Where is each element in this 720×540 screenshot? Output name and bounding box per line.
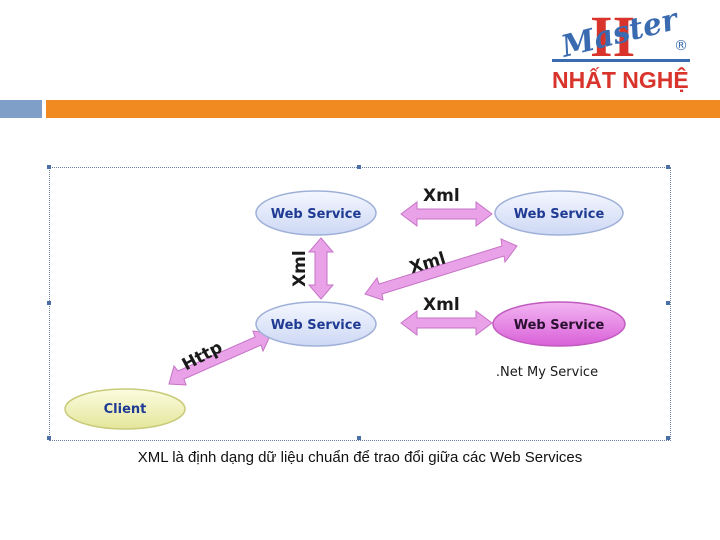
web-services-diagram: Xml Xml Xml Xml Http Web Service Web Ser… (64, 186, 626, 430)
node-client-label: Client (104, 402, 147, 417)
node-ws-top-right-label: Web Service (514, 207, 605, 222)
nhat-nghe-logo: II Master ® NHẤT NGHỆ (552, 2, 690, 93)
header-bar-orange (46, 100, 720, 118)
arrow-diagonal-xml (364, 238, 518, 301)
node-ws-net: Web Service (492, 301, 626, 347)
logo-monogram: II (590, 4, 635, 69)
arrow-top-label: Xml (423, 186, 460, 206)
frame-handle (357, 165, 361, 169)
arrow-vertical-label: Xml (290, 250, 310, 287)
node-ws-top-left-label: Web Service (271, 207, 362, 222)
arrow-middle-label: Xml (423, 295, 460, 315)
frame-handle (47, 301, 51, 305)
node-ws-net-label: Web Service (514, 318, 605, 333)
arrow-middle-xml (400, 310, 493, 336)
frame-handle (47, 165, 51, 169)
node-ws-top-left: Web Service (255, 190, 377, 236)
node-ws-center-label: Web Service (271, 318, 362, 333)
frame-handle (666, 301, 670, 305)
arrow-vertical-xml (307, 237, 335, 300)
logo-divider (552, 59, 690, 62)
frame-handle (666, 165, 670, 169)
slide-caption: XML là định dạng dữ liệu chuẩn để trao đ… (137, 449, 583, 466)
logo-company: NHẤT NGHỆ (552, 66, 689, 93)
arrow-top-xml (400, 201, 493, 227)
node-ws-top-right: Web Service (494, 190, 624, 236)
net-service-caption: .Net My Service (496, 365, 598, 380)
logo-registered: ® (674, 38, 688, 54)
frame-handle (666, 436, 670, 440)
header-bar-blue (0, 100, 42, 118)
frame-handle (47, 436, 51, 440)
node-ws-center: Web Service (255, 301, 377, 347)
frame-handle (357, 436, 361, 440)
node-client: Client (64, 388, 186, 430)
